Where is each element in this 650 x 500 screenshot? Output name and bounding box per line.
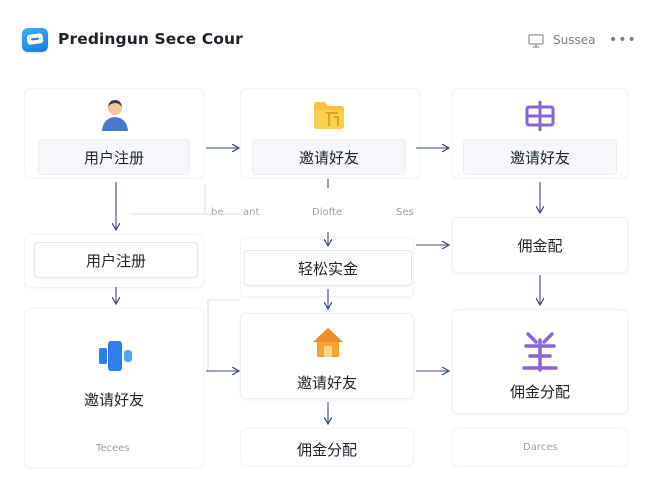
step-invite-friends[interactable]: 邀请好友: [252, 139, 406, 175]
user-label[interactable]: Sussea: [553, 33, 596, 47]
step-easy-realize[interactable]: 轻松实金: [244, 250, 412, 286]
more-options-button[interactable]: •••: [609, 32, 637, 48]
step-commission-split-2[interactable]: 佣金分配: [296, 441, 357, 459]
purple-grid-icon: [525, 101, 555, 131]
faint-label-ant: ant: [243, 207, 260, 218]
step-user-register[interactable]: 用户注册: [38, 139, 190, 175]
app-title: Predingun Sece Cour: [58, 30, 243, 48]
faint-label-diofte: Diofte: [312, 207, 343, 218]
house-icon: [313, 328, 343, 357]
faint-route-1: [130, 185, 206, 215]
step-invite-friends-2[interactable]: 邀请好友: [463, 139, 617, 175]
caption-tecees: Tecees: [96, 443, 130, 454]
app-logo-icon[interactable]: [22, 28, 48, 52]
step-commission-split[interactable]: 佣金分配: [509, 383, 570, 401]
user-avatar-icon: [102, 100, 128, 131]
folder-icon: [314, 102, 344, 129]
card-commission-config: [452, 217, 628, 273]
card-darces: [452, 428, 628, 466]
step-commission-config[interactable]: 佣金配: [517, 237, 563, 255]
caption-darces: Darces: [523, 442, 558, 453]
purple-glyph-icon: [522, 332, 558, 372]
card-invite-friends-3: [24, 308, 204, 468]
faint-label-be: be: [211, 207, 224, 218]
faint-label-ses: Ses: [396, 207, 414, 218]
step-invite-friends-4[interactable]: 邀请好友: [296, 374, 357, 392]
step-invite-friends-3[interactable]: 邀请好友: [83, 391, 144, 409]
speaker-device-icon: [99, 341, 132, 371]
monitor-icon[interactable]: [528, 34, 544, 48]
step-user-register-2[interactable]: 用户注册: [34, 242, 198, 278]
card-commission-split-2: [240, 428, 414, 466]
